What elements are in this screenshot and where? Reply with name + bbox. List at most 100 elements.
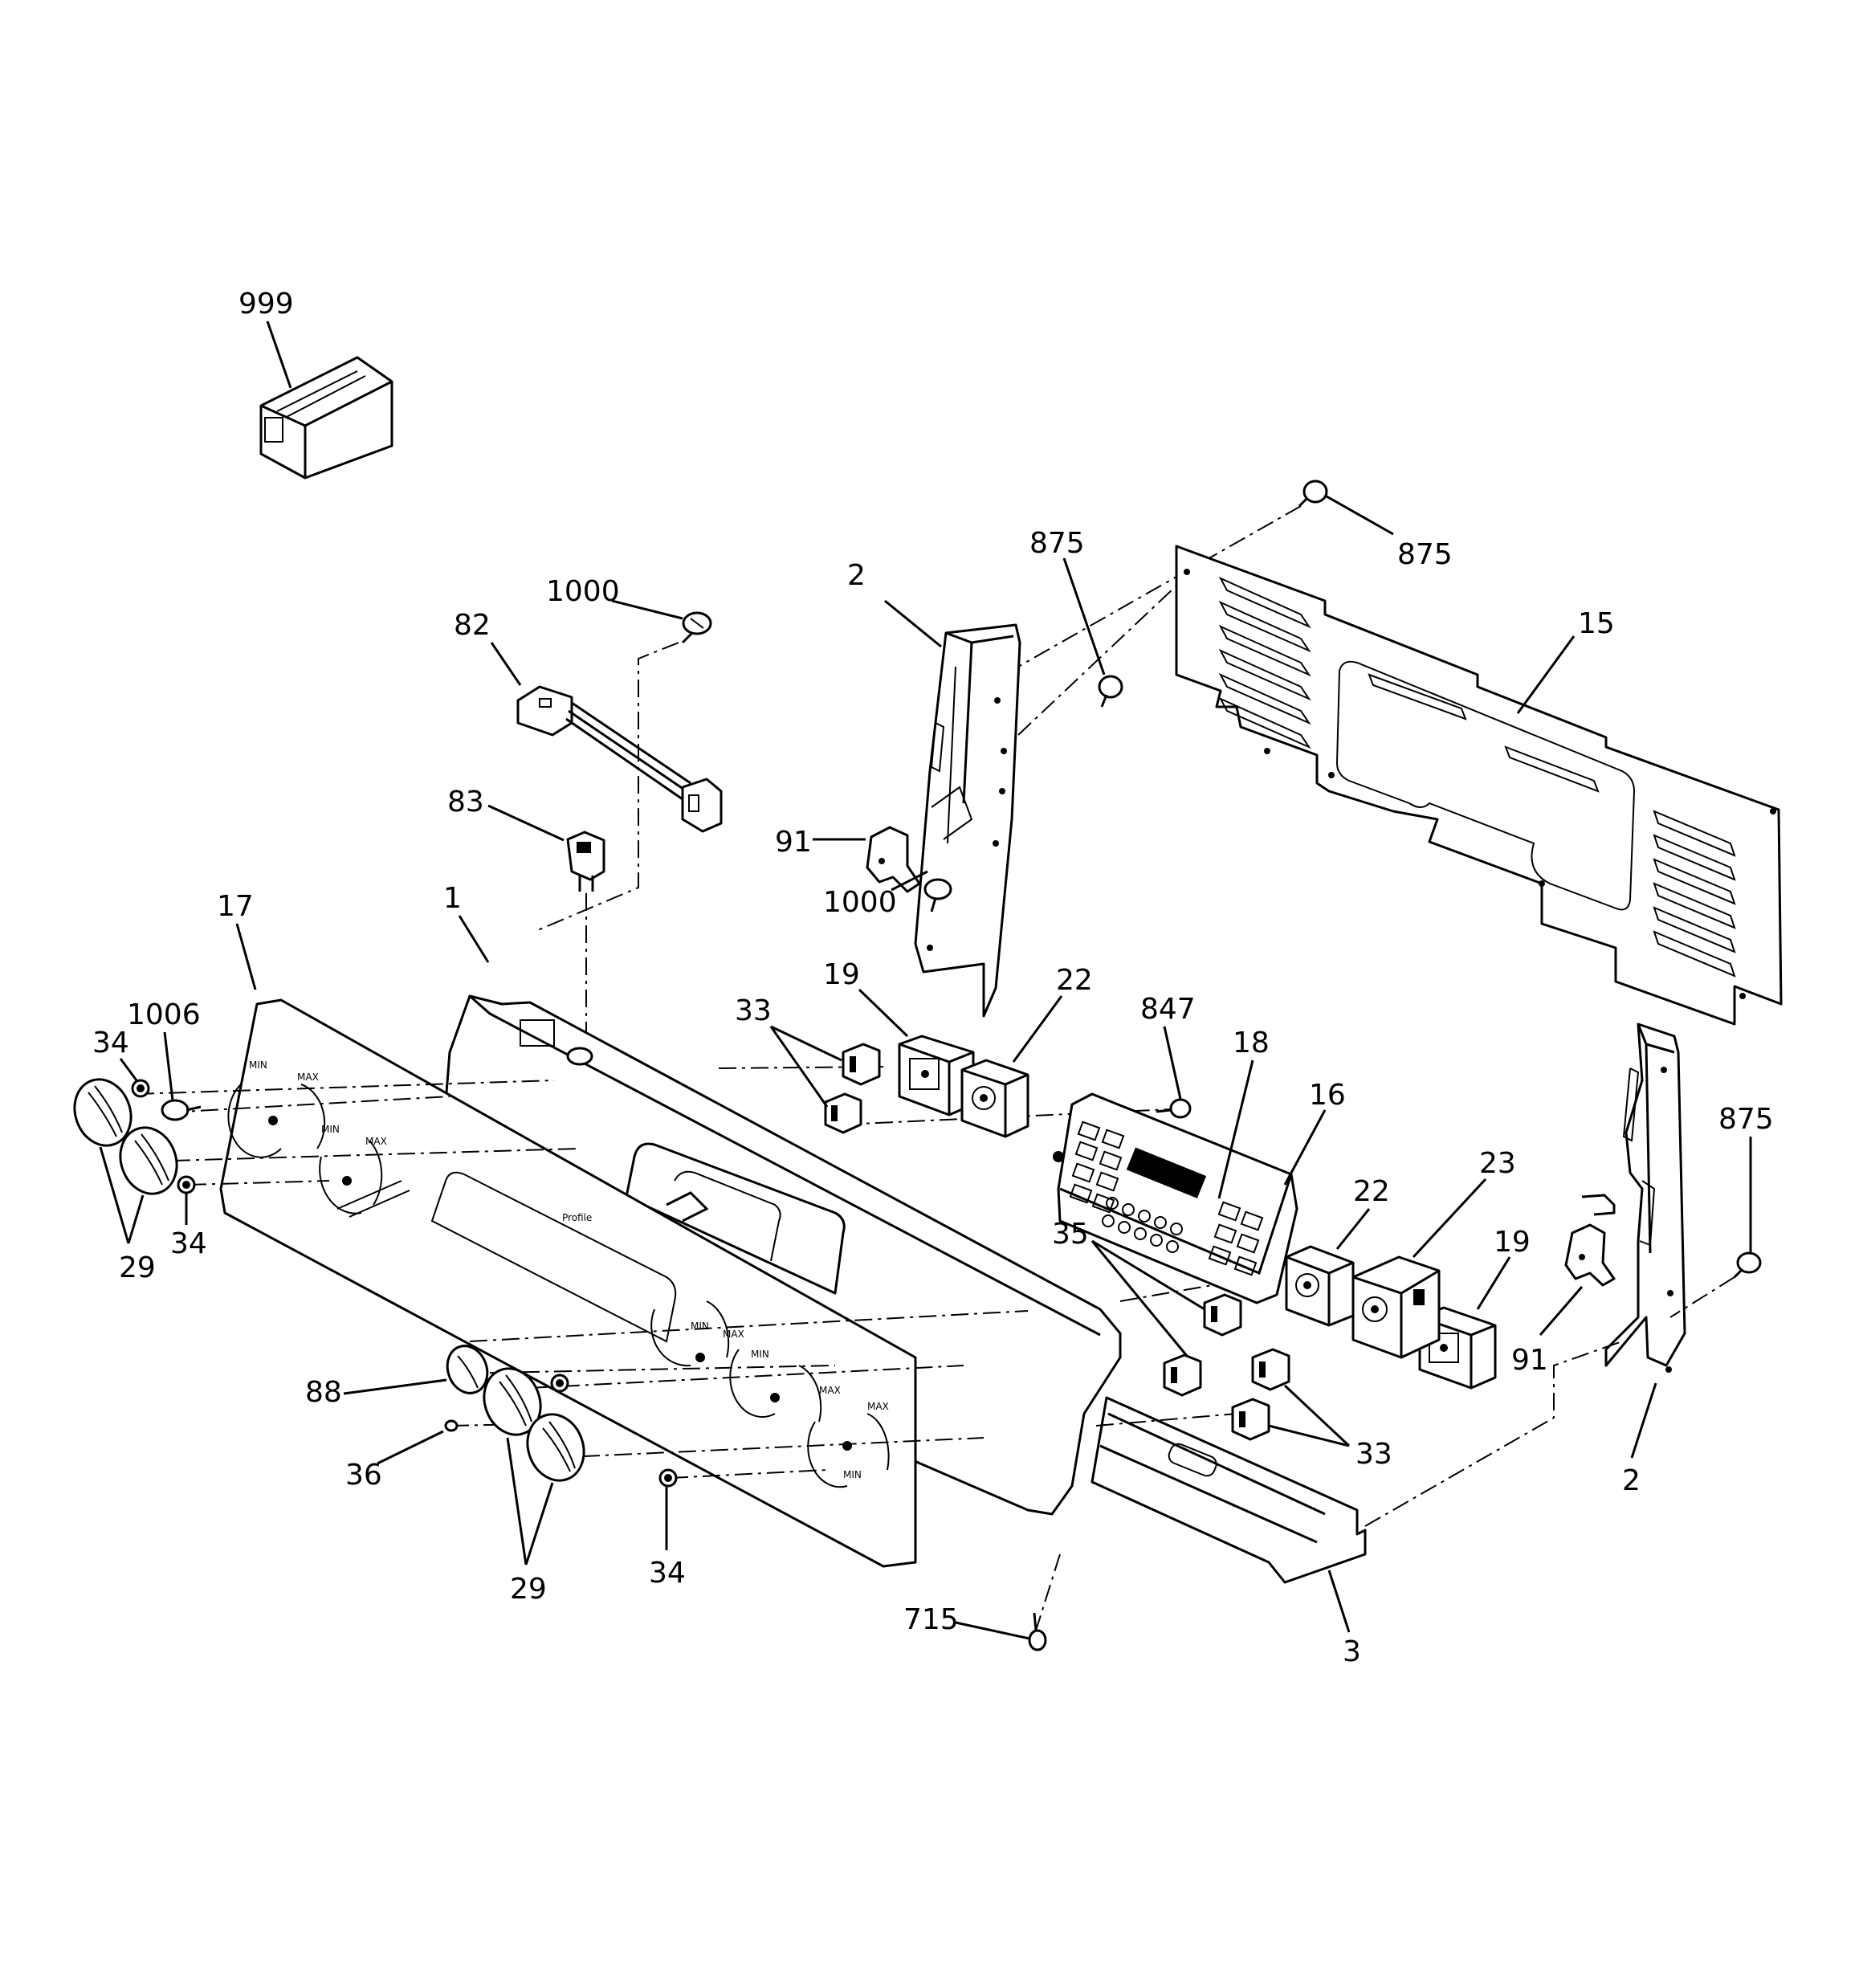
label-91-left: 91 [775,826,812,859]
axis-1000-top [533,642,679,933]
label-23: 23 [1479,1147,1516,1180]
leader-34-a [119,1058,138,1081]
label-715: 715 [903,1603,959,1636]
part-91-clip-left [866,826,921,893]
dial-min-label-2: MIN [321,1124,340,1135]
leader-23 [1412,1178,1487,1259]
axis-3 [1364,1341,1623,1527]
label-1000-top: 1000 [546,575,620,608]
dial-min-label-4: MIN [751,1349,769,1360]
label-1006: 1006 [127,998,201,1031]
part-33-switch-b [824,1092,862,1134]
leader-35-a [1091,1239,1205,1311]
leader-999 [266,320,292,389]
leader-29-b1 [506,1437,528,1565]
dial-max-label-5: MAX [867,1401,889,1412]
part-15-rear-panel [1175,545,1783,1026]
dial-max-label: MAX [297,1072,319,1083]
label-83: 83 [447,786,484,818]
label-19-right: 19 [1494,1226,1531,1259]
part-1000-screw-mid [923,878,952,912]
part-33-switch-c [1251,1348,1290,1391]
part-17-front-glass: Profile MIN MAX MIN MAX MIN MAX MIN MAX … [219,998,917,1568]
leader-91-right [1539,1286,1584,1336]
label-29-b: 29 [510,1573,547,1606]
leader-17 [235,923,257,990]
leader-22-left [1012,995,1063,1063]
part-875-screw-b [1298,480,1328,508]
part-82-wire-harness [516,685,723,833]
dial-min-label: MIN [249,1059,267,1071]
callout-labels: 999 1000 82 83 2 875 875 15 91 1000 17 1… [92,288,1774,1668]
label-88: 88 [305,1376,342,1409]
dial-min-label-3: MIN [691,1321,709,1332]
part-16-control-board [1053,1092,1298,1304]
label-18: 18 [1233,1027,1270,1059]
label-19-left: 19 [823,958,860,991]
part-34-nut-d [658,1468,678,1488]
axis-875 [1017,505,1302,667]
label-999: 999 [238,288,294,320]
leader-1000-top [611,599,683,620]
label-3: 3 [1343,1635,1361,1668]
label-35: 35 [1052,1218,1089,1251]
part-34-nut-c [550,1374,569,1393]
part-875-screw-a [1098,675,1123,708]
leader-29-b2 [524,1482,554,1565]
leader-22-right [1335,1208,1371,1250]
part-35-switch-b [1163,1353,1202,1397]
label-16: 16 [1309,1079,1346,1112]
leader-15 [1516,635,1576,714]
part-2-endcap-left [914,623,1021,1018]
label-36: 36 [345,1459,382,1492]
axis-875-lower [1017,574,1189,736]
part-33-switch-d [1231,1398,1270,1441]
part-999-box [259,356,393,480]
label-33-bottom: 33 [1355,1438,1392,1471]
leader-16 [1283,1109,1327,1186]
leader-29-a1 [99,1146,130,1244]
leader-847 [1163,1026,1182,1100]
part-35-switch-a [1203,1293,1242,1337]
part-19-switch-left [898,1035,975,1116]
part-1006-screw [161,1099,202,1121]
label-2-bottom: 2 [1622,1464,1641,1497]
part-23-switch [1351,1255,1441,1359]
axis-875-right [1669,1276,1735,1318]
part-34-nut-a [131,1079,150,1098]
part-22-switch-left [960,1059,1029,1138]
leader-1 [458,915,490,963]
part-22-switch-right [1285,1245,1355,1327]
label-29-a: 29 [119,1251,156,1284]
part-715-screw [1028,1612,1047,1651]
leader-35-b [1090,1240,1188,1357]
label-15: 15 [1578,607,1615,640]
label-82: 82 [454,609,491,642]
leader-715 [955,1621,1030,1640]
leader-83 [487,804,565,842]
leader-875-b [1326,495,1394,536]
leader-2-bottom [1630,1382,1657,1459]
label-1000-mid: 1000 [823,886,897,919]
part-29-knob-4 [526,1413,585,1482]
label-34-c: 34 [649,1557,686,1590]
leader-3 [1327,1570,1351,1633]
label-34-a: 34 [92,1027,129,1059]
leader-19-right [1476,1256,1511,1310]
part-34-nut-b [177,1175,196,1194]
leader-19-left [858,988,909,1038]
label-875-a: 875 [1029,527,1085,560]
leader-82 [490,642,522,686]
leader-33-a1 [770,1025,842,1062]
part-875-screw-c [1733,1251,1762,1279]
part-83-indicator [566,831,605,892]
label-875-b: 875 [1397,538,1453,571]
label-875-c: 875 [1718,1103,1774,1136]
part-88-knob [446,1345,489,1394]
dial-max-label-4: MAX [819,1385,841,1396]
label-17: 17 [217,890,254,923]
part-29-knob-1 [73,1078,132,1147]
part-36-screw [444,1419,459,1432]
brand-text: Profile [562,1212,592,1223]
